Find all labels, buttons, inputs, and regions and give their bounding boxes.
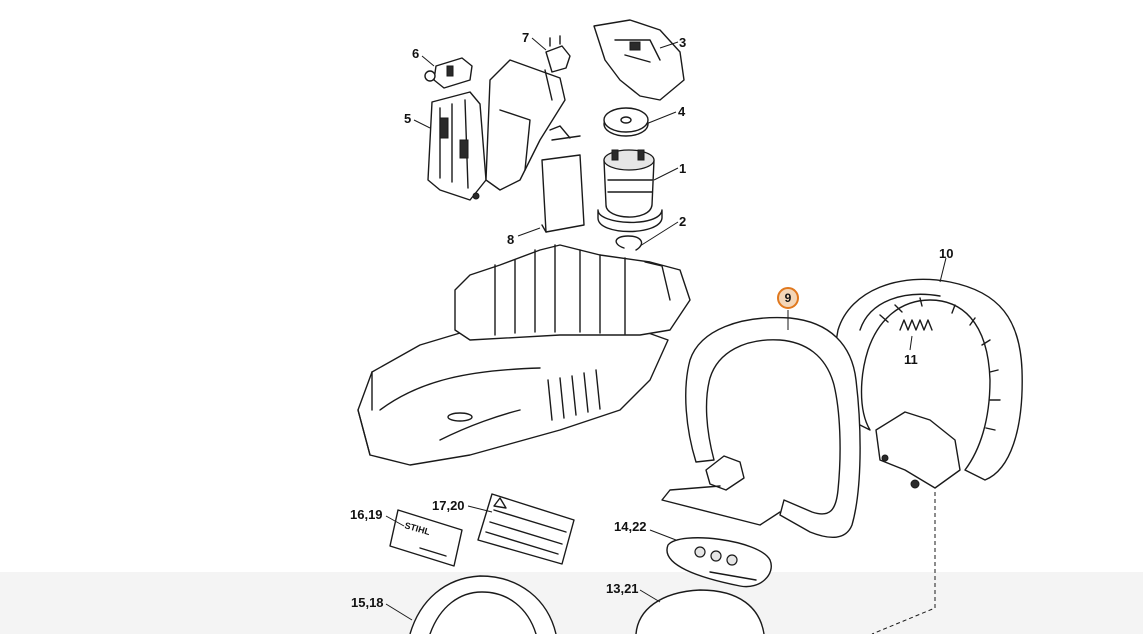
callout-1: 1 [679,161,686,176]
callout-15-18: 15,18 [351,595,384,610]
decal-16-19: STIHL [389,509,463,567]
part-3-cover [593,19,685,101]
callout-11: 11 [904,352,918,367]
callout-2: 2 [679,214,686,229]
part-panel [485,59,566,191]
callout-14-22: 14,22 [614,519,647,534]
callout-5: 5 [404,111,411,126]
decal-14-22 [666,537,772,588]
part-8-block [541,125,585,233]
part-2-circlip [615,235,643,251]
callout-3: 3 [679,35,686,50]
part-9-front-handle [661,316,861,538]
callout-7: 7 [522,30,529,45]
callout-16-19: 16,19 [350,507,383,522]
callout-6: 6 [412,46,419,61]
callout-10: 10 [939,246,953,261]
decal-17-20 [477,493,575,565]
housing [357,244,691,466]
callout-8: 8 [507,232,514,247]
part-10-loop-handle [834,278,1023,489]
callout-13-21: 13,21 [606,581,639,596]
callout-9: 9 [785,291,792,305]
part-6-switch [424,57,473,89]
part-11-spring [899,319,933,331]
part-15-18-cover [409,575,557,634]
leader-lines [385,37,947,621]
part-5-switch-housing [427,91,487,201]
callout-9-highlight [777,287,799,309]
part-4-disc [603,107,649,137]
callout-4: 4 [678,104,686,119]
part-1-motor [597,149,663,233]
bottom-shade [0,572,1143,634]
part-7-contact [545,35,571,73]
callout-17-20: 17,20 [432,498,465,513]
assembly-dashed-line [871,492,936,634]
part-13-21-cover [635,589,765,634]
